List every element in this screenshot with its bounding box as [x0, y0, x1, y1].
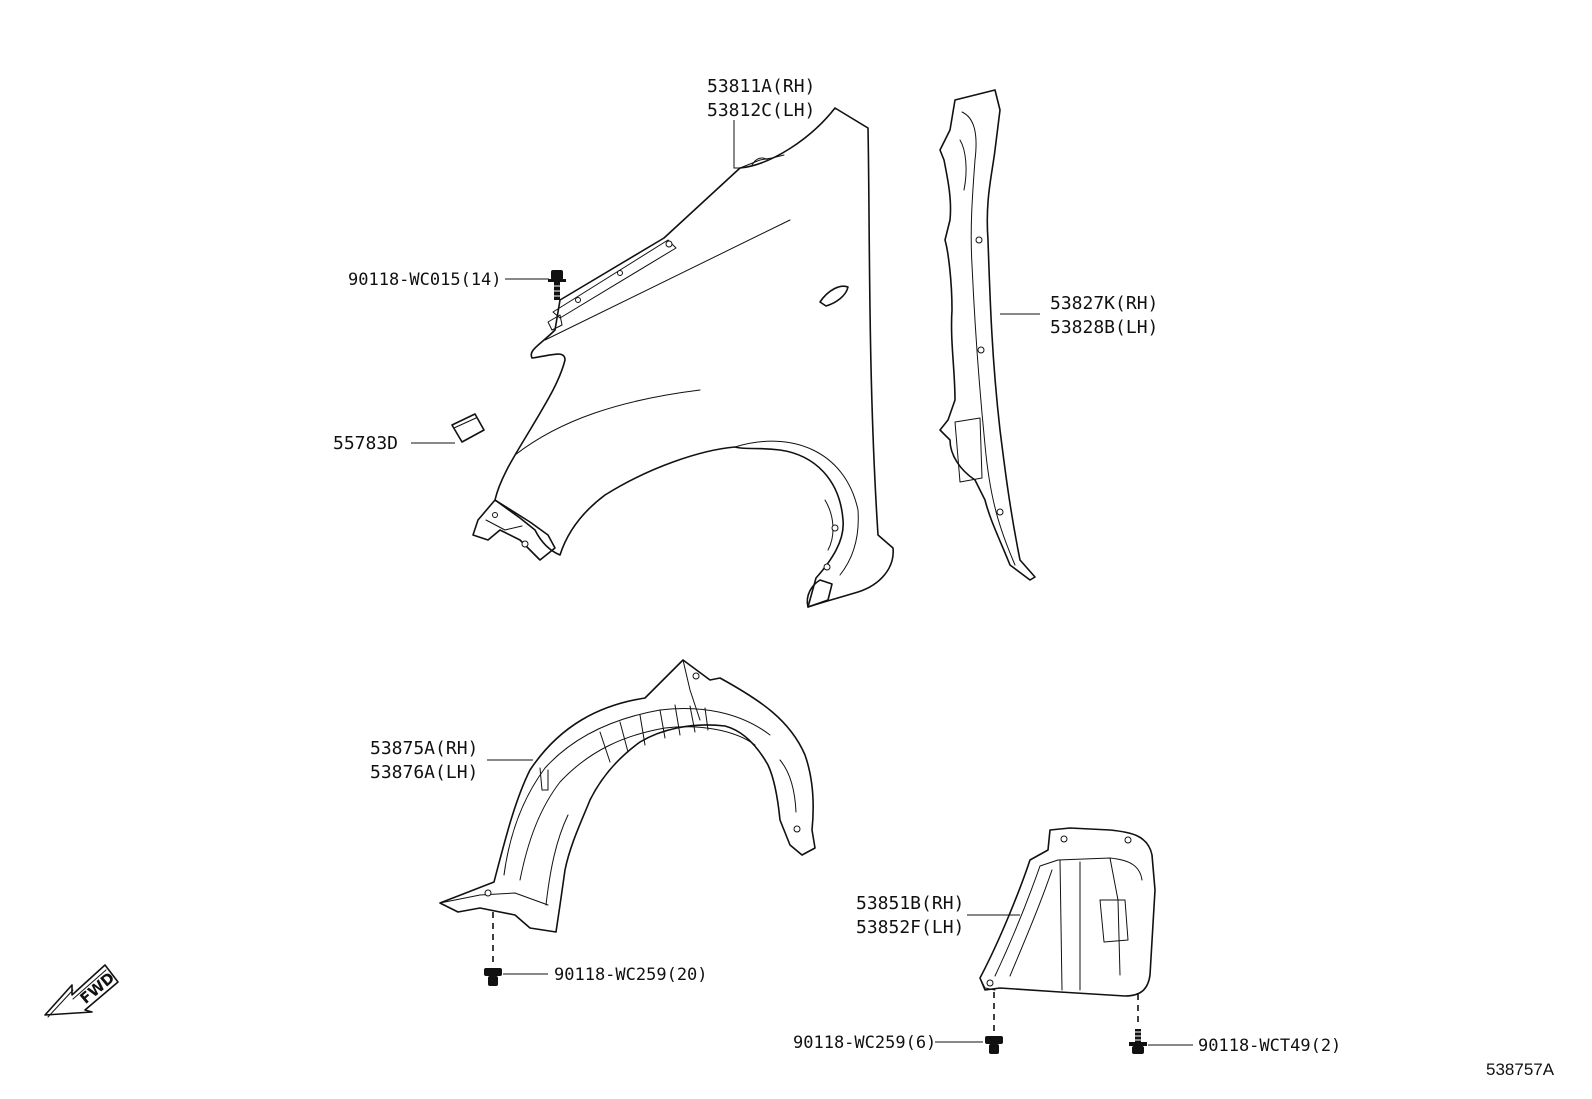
fender-bolt-part-number: 90118-WC015(14) [348, 270, 502, 290]
liner-clip-illustration [484, 968, 502, 986]
fender-pad-illustration [451, 413, 485, 443]
document-number: 538757A [1486, 1060, 1555, 1079]
mudguard-illustration [979, 827, 1156, 997]
mudguard-clip-illustration [985, 1036, 1003, 1054]
fender-liner-illustration [439, 659, 816, 933]
fender-leader-line [733, 120, 740, 169]
fender-seal-lh-part-number: 53828B(LH) [1050, 317, 1158, 338]
fender-liner-lh-part-number: 53876A(LH) [370, 762, 478, 783]
fender-bolt-illustration [548, 270, 566, 300]
mudguard-rh-part-number: 53851B(RH) [856, 893, 964, 914]
fwd-arrow-icon: FWD [44, 964, 119, 1018]
liner-clip-part-number: 90118-WC259(20) [554, 965, 708, 985]
fender-lh-part-number: 53812C(LH) [707, 100, 815, 121]
fender-liner-rh-part-number: 53875A(RH) [370, 738, 478, 759]
mudguard-clip-part-number: 90118-WC259(6) [793, 1033, 936, 1053]
mudguard-screw-illustration [1129, 1029, 1147, 1054]
front-fender-illustration [472, 107, 894, 608]
fender-pad-part-number: 55783D [333, 433, 398, 454]
fender-seal-illustration [939, 89, 1036, 581]
fender-rh-part-number: 53811A(RH) [707, 76, 815, 97]
mudguard-screw-part-number: 90118-WCT49(2) [1198, 1036, 1341, 1056]
fender-seal-rh-part-number: 53827K(RH) [1050, 293, 1158, 314]
mudguard-lh-part-number: 53852F(LH) [856, 917, 964, 938]
